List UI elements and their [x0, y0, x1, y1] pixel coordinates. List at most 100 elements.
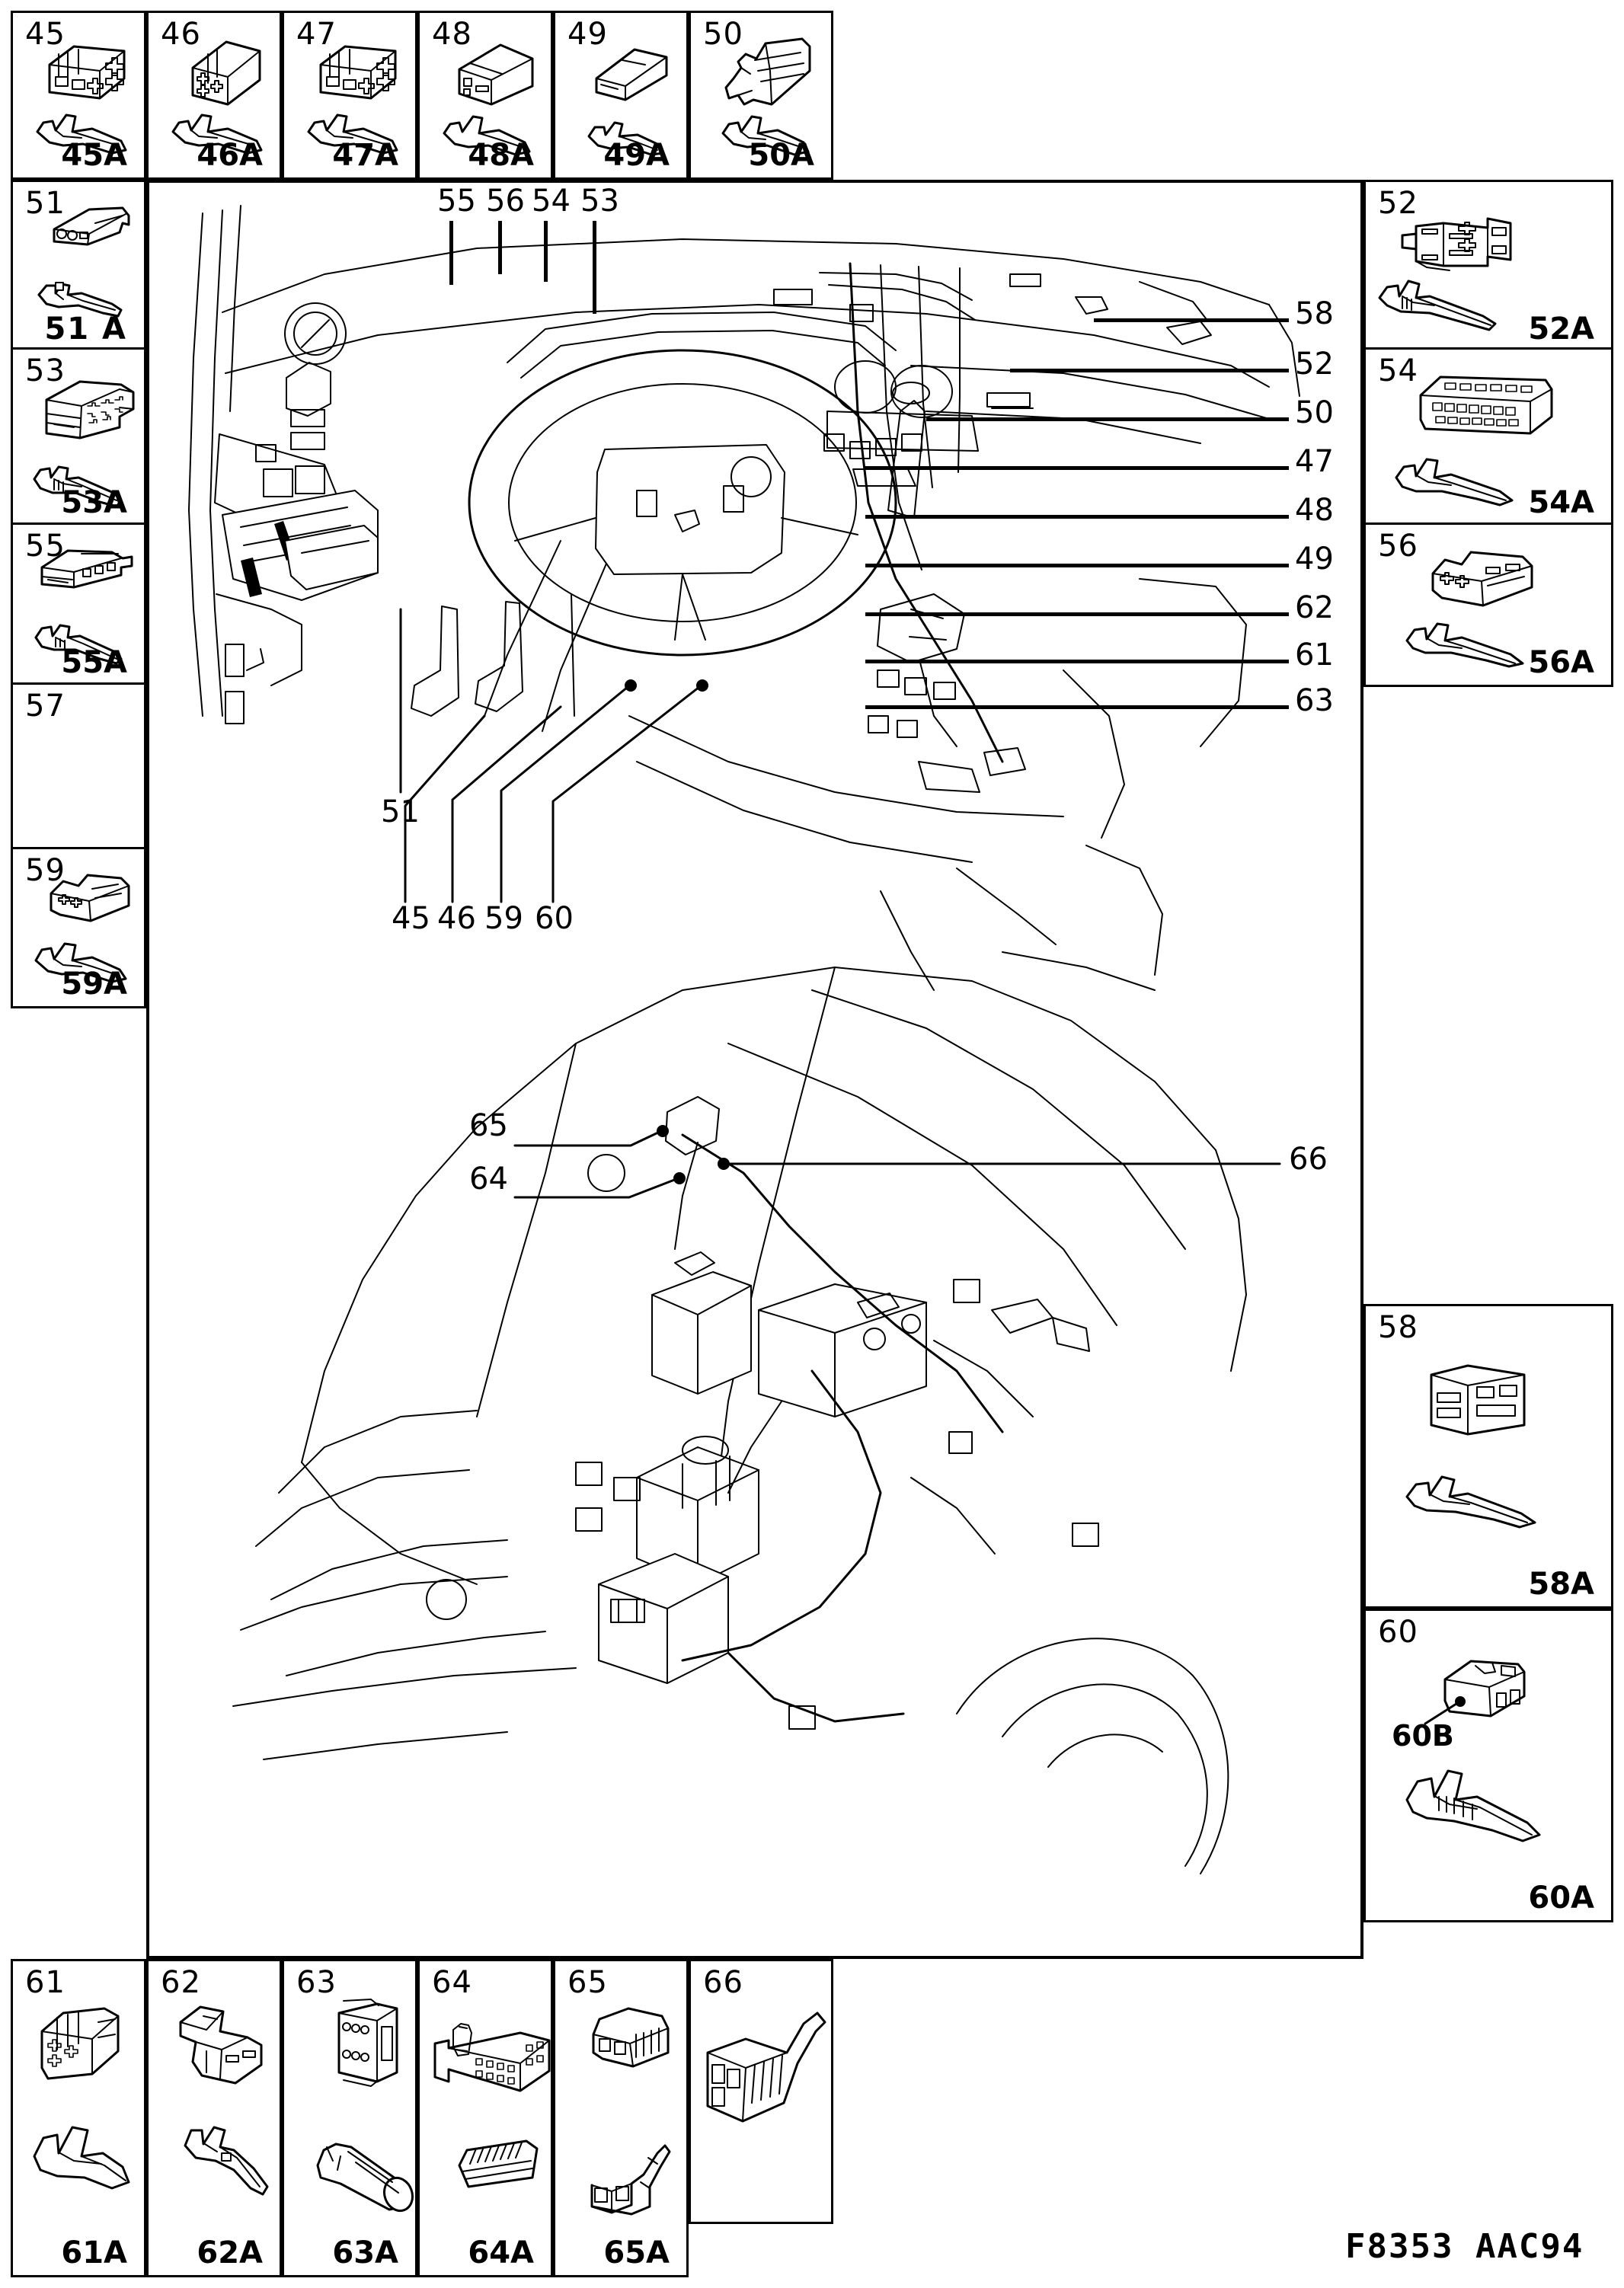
callout-label-46: 46: [437, 901, 476, 936]
terminal-socket-illustration: [310, 2136, 424, 2213]
part-subnumber-label: 59A: [61, 967, 127, 1002]
engine-bay-wiring-drawing: [232, 967, 1247, 1874]
callout-label-51: 51: [381, 794, 420, 829]
part-cell-66[interactable]: 66: [689, 1959, 833, 2224]
part-number-label: 48: [432, 17, 472, 52]
part-subnumber-b-label: 60B: [1392, 1719, 1454, 1753]
connector-housing-illustration: [39, 548, 135, 593]
part-cell-47[interactable]: 47 47A: [282, 11, 417, 180]
terminal-pin-illustration: [181, 2124, 277, 2199]
connector-housing-illustration: [453, 39, 539, 107]
terminal-pin-illustration: [1404, 621, 1538, 668]
terminal-pin-illustration: [36, 278, 133, 321]
part-number-label: 56: [1378, 529, 1418, 564]
part-cell-55[interactable]: 55 55A: [11, 522, 146, 687]
callout-leader-60: [551, 679, 708, 903]
part-number-label: 61: [25, 1965, 66, 2000]
connector-housing-illustration: [718, 31, 819, 113]
callout-label-54: 54: [532, 184, 571, 219]
connector-housing-illustration: [1425, 545, 1541, 612]
connector-housing-illustration: [430, 2007, 558, 2104]
connector-housing-illustration: [34, 2002, 130, 2086]
terminal-pin-illustration: [168, 110, 267, 158]
connector-housing-illustration: [313, 36, 404, 112]
callout-label-52: 52: [1295, 347, 1334, 382]
part-subnumber-label: 53A: [61, 485, 127, 520]
part-cell-63[interactable]: 63 63A: [282, 1959, 417, 2277]
callout-leader-62-line: [865, 612, 1289, 616]
terminal-pin-illustration: [1376, 278, 1514, 331]
part-number-label: 57: [25, 689, 66, 724]
callout-leader-63-line: [865, 705, 1289, 709]
callout-leader-65: [513, 1125, 669, 1147]
callout-label-62: 62: [1295, 590, 1334, 625]
part-cell-59[interactable]: 59 59A: [11, 847, 146, 1008]
part-cell-57[interactable]: 57: [11, 682, 146, 852]
callout-leader-54: [544, 221, 548, 282]
part-number-label: 64: [432, 1965, 472, 2000]
part-number-label: 62: [161, 1965, 201, 2000]
part-cell-46[interactable]: 46 46A: [146, 11, 282, 180]
part-cell-45[interactable]: 45 45A: [11, 11, 146, 180]
part-number-label: 60: [1378, 1615, 1418, 1650]
callout-leader-64: [513, 1172, 686, 1199]
callout-label-49: 49: [1295, 542, 1334, 577]
callout-label-47: 47: [1295, 444, 1334, 479]
part-cell-49[interactable]: 49 49A: [553, 11, 689, 180]
part-cell-65[interactable]: 65 65A: [553, 1959, 689, 2277]
connector-cover-illustration: [589, 2005, 680, 2074]
part-cell-58[interactable]: 58 58A: [1363, 1304, 1613, 1609]
part-cell-56[interactable]: 56 56A: [1363, 522, 1613, 687]
part-cell-48[interactable]: 48 48A: [417, 11, 553, 180]
part-cell-60[interactable]: 60 60B 60A: [1363, 1609, 1613, 1922]
callout-label-58: 58: [1295, 296, 1334, 331]
callout-label-63: 63: [1295, 683, 1334, 718]
terminal-pin-illustration: [440, 113, 535, 158]
part-subnumber-label: 48A: [468, 138, 534, 173]
terminal-pin-illustration: [33, 110, 132, 158]
part-cell-50[interactable]: 50 50A: [689, 11, 833, 180]
terminal-pin-illustration: [30, 2123, 135, 2196]
connector-housing-illustration: [187, 34, 270, 109]
part-subnumber-label: 65A: [603, 2235, 670, 2270]
part-subnumber-label: 45A: [61, 138, 127, 173]
part-number-label: 45: [25, 17, 66, 52]
part-cell-51[interactable]: 51 51 A: [11, 180, 146, 353]
part-subnumber-label: 50A: [748, 138, 814, 173]
part-cell-53[interactable]: 53 53A: [11, 347, 146, 527]
callout-leader-61-line: [865, 660, 1289, 663]
part-subnumber-label: 49A: [603, 138, 670, 173]
part-subnumber-label: 62A: [197, 2235, 263, 2270]
callout-leader-47-line: [865, 466, 1289, 470]
part-number-label: 53: [25, 353, 66, 388]
connector-housing-illustration: [42, 36, 133, 112]
connector-housing-illustration: [45, 868, 133, 925]
part-subnumber-label: 52A: [1528, 312, 1594, 347]
callout-label-60: 60: [535, 901, 574, 936]
part-subnumber-label: 64A: [468, 2235, 534, 2270]
part-number-label: 46: [161, 17, 201, 52]
callout-label-64: 64: [469, 1162, 508, 1197]
part-cell-61[interactable]: 61 61A: [11, 1959, 146, 2277]
part-cell-52[interactable]: 52 52A: [1363, 180, 1613, 353]
callout-leader-46: [451, 705, 562, 903]
connector-housing-illustration: [43, 377, 136, 446]
part-cell-64[interactable]: 64 64A: [417, 1959, 553, 2277]
callout-label-53: 53: [580, 184, 619, 219]
part-number-label: 66: [703, 1965, 743, 2000]
callout-leader-45: [404, 714, 486, 903]
part-cell-62[interactable]: 62 62A: [146, 1959, 282, 2277]
callout-label-45: 45: [392, 901, 430, 936]
terminal-pin-illustration: [33, 621, 132, 665]
connector-housing-illustration: [1422, 1352, 1544, 1443]
part-subnumber-label: 46A: [197, 138, 263, 173]
dashboard-wiring-drawing: [188, 205, 1300, 991]
part-number-label: 59: [25, 853, 66, 888]
callout-leader-50-line: [926, 417, 1289, 421]
terminal-retainer-illustration: [453, 2135, 545, 2193]
part-subnumber-label: 61A: [61, 2235, 127, 2270]
callout-label-65: 65: [469, 1108, 508, 1143]
terminal-pin-illustration: [1401, 1763, 1553, 1847]
part-cell-54[interactable]: 54 54A: [1363, 347, 1613, 527]
